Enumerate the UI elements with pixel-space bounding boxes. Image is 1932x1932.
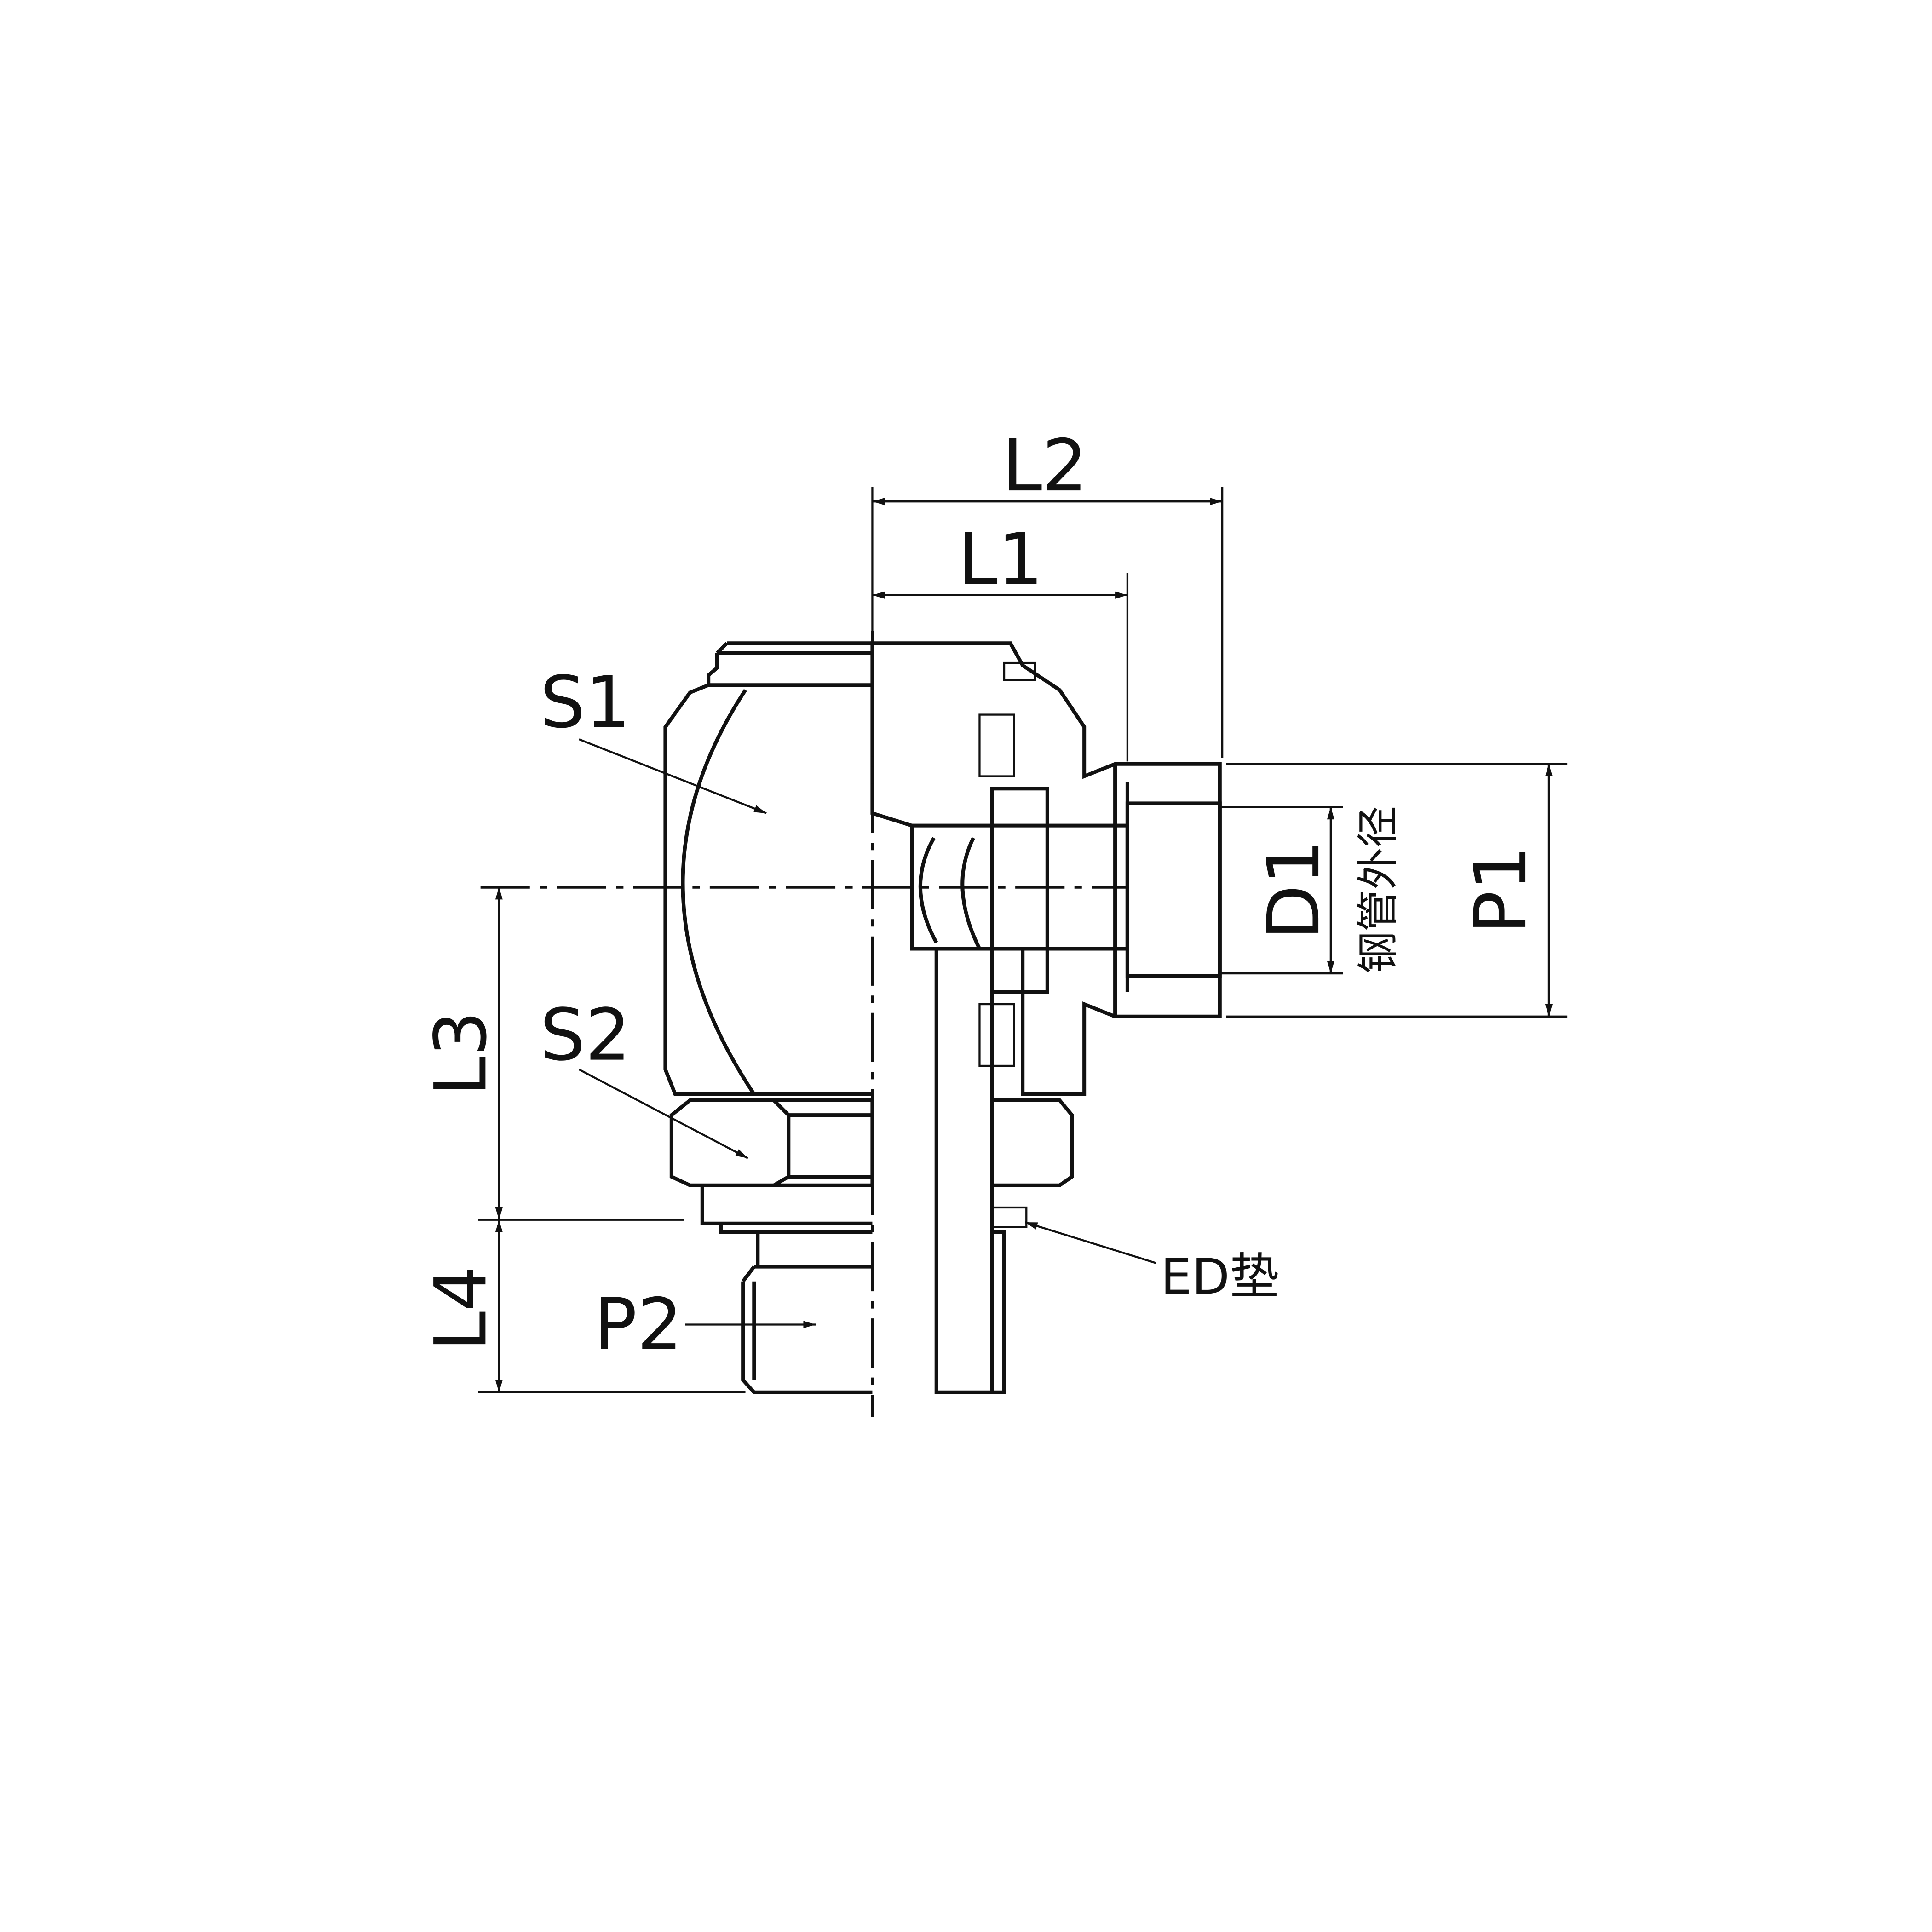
dimension-d1: D1 钢管外径 bbox=[1219, 806, 1403, 975]
fitting-section-view bbox=[870, 641, 1222, 1394]
callout-s2: S2 bbox=[540, 994, 748, 1159]
p2-label: P2 bbox=[594, 1283, 683, 1366]
dimension-l2: L2 bbox=[871, 424, 1224, 758]
callout-s1: S1 bbox=[540, 661, 767, 814]
s1-label: S1 bbox=[540, 661, 631, 744]
l3-label: L3 bbox=[419, 1011, 502, 1096]
tube-od-label: 钢管外径 bbox=[1354, 806, 1403, 973]
dimension-l3: L3 bbox=[419, 887, 684, 1221]
dimension-p1: P1 bbox=[1226, 763, 1568, 1018]
dimension-l4: L4 bbox=[419, 1219, 746, 1393]
l1-label: L1 bbox=[958, 518, 1043, 601]
fitting-outer-view bbox=[663, 641, 874, 1394]
callout-p2: P2 bbox=[594, 1283, 816, 1366]
dimension-l1: L1 bbox=[872, 518, 1129, 762]
s2-label: S2 bbox=[540, 994, 631, 1077]
d1-label: D1 bbox=[1252, 840, 1335, 940]
l2-label: L2 bbox=[1002, 424, 1087, 507]
ed-seal-label: ED垫 bbox=[1161, 1249, 1279, 1306]
hex-nut-s2 bbox=[669, 1098, 874, 1187]
stud-p2 bbox=[741, 1265, 873, 1394]
callout-ed-seal: ED垫 bbox=[1024, 1221, 1279, 1306]
p1-label: P1 bbox=[1459, 845, 1542, 934]
l4-label: L4 bbox=[419, 1266, 502, 1351]
